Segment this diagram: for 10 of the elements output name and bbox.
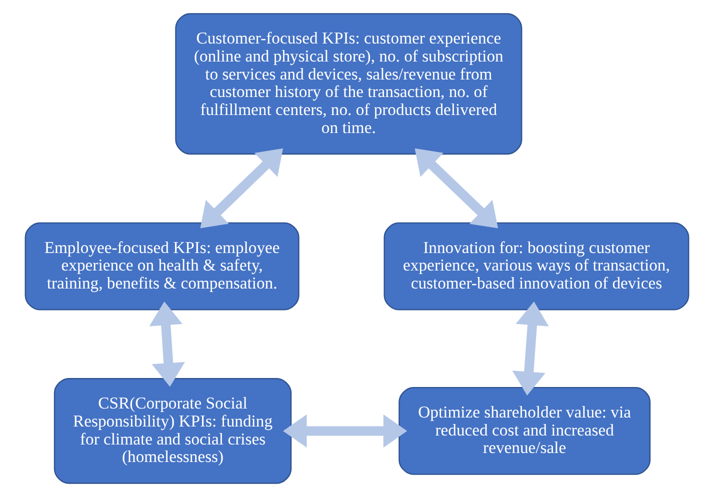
node-box: Optimize shareholder value: via reduced cost and increased revenue/sale xyxy=(398,386,650,474)
node-box: Customer-focused KPIs: customer experience (online and physical store), no. of subscription to services and devices, sales/revenue from customer history of the transaction, no. of fulfillment centers, no. of products delivered on time. xyxy=(174,12,522,154)
arrow xyxy=(282,414,407,448)
node-box: CSR(Corporate Social Responsibility) KPIs: funding for climate and social crises (homelessness) xyxy=(53,378,292,484)
node-box: Employee-focused KPIs: employee experience on health & safety, training, benefits & compensation. xyxy=(24,222,299,310)
node-box: Innovation for: boosting customer experience, various ways of transaction, customer-based innovation of devices xyxy=(383,222,689,310)
arrow xyxy=(148,300,184,386)
arrow xyxy=(512,300,548,395)
arrow xyxy=(414,148,498,228)
arrow xyxy=(200,148,283,228)
